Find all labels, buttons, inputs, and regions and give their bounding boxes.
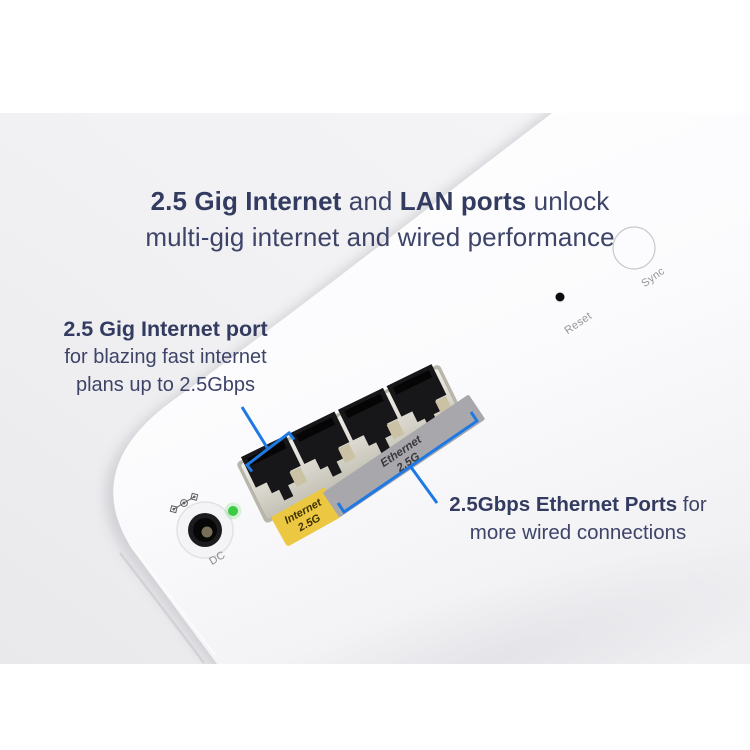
ethernet-annotation-tail: for — [677, 493, 707, 516]
rj45-pins — [344, 393, 384, 419]
device-edge-highlight — [131, 545, 216, 656]
port-assembly — [237, 364, 468, 523]
rj45-contact-block — [386, 419, 405, 440]
rj45-pins — [247, 440, 287, 466]
internet-label-plate — [271, 488, 341, 546]
rj45-jack — [386, 364, 447, 430]
internet-port-annotation: 2.5 Gig Internet port for blazing fast i… — [38, 315, 293, 399]
internet-port — [240, 435, 308, 501]
headline-line1: 2.5 Gig Internet and LAN ports unlock — [25, 183, 735, 219]
rj45-contact-block — [289, 467, 308, 487]
headline-mid: and — [341, 186, 400, 216]
internet-annotation-line3: plans up to 2.5Gbps — [75, 374, 255, 396]
sync-button — [612, 226, 656, 270]
internet-annotation-line2: for blazing fast internet — [64, 346, 267, 368]
ethernet-annotation-line1: 2.5Gbps Ethernet Ports for — [428, 491, 728, 519]
rj45-jack — [240, 435, 301, 501]
headline: 2.5 Gig Internet and LAN ports unlock mu… — [25, 183, 735, 255]
headline-line2: multi-gig internet and wired performance — [145, 222, 615, 252]
dc-polarity-icon — [169, 492, 199, 514]
lan-port-1 — [289, 411, 356, 477]
headline-bold-internet: 2.5 Gig Internet — [150, 186, 342, 216]
internet-annotation-title: 2.5 Gig Internet port — [63, 317, 268, 341]
rj45-jack — [338, 387, 398, 454]
device-lower-shading — [182, 543, 750, 664]
ethernet-annotation-line2: more wired connections — [469, 521, 687, 544]
product-photo: Internet 2.5G Ethernet 2.5G Sync Reset — [0, 113, 750, 664]
rj45-pins — [392, 369, 433, 395]
rj45-pins — [295, 417, 336, 443]
callout-ethernet-ports — [336, 411, 480, 515]
dc-jack-pin — [201, 526, 213, 538]
ethernet-label-plate — [323, 395, 485, 517]
headline-bold-lan: LAN ports — [399, 186, 527, 216]
ethernet-annotation-bold: 2.5Gbps Ethernet Ports — [449, 493, 678, 516]
headline-tail: unlock — [526, 186, 610, 216]
ethernet-ports-annotation: 2.5Gbps Ethernet Ports for more wired co… — [428, 491, 728, 547]
rj45-jack — [289, 411, 350, 477]
reset-pinhole — [555, 292, 565, 302]
callout-internet-port — [240, 406, 296, 473]
router-back-panel-illustration: Internet 2.5G Ethernet 2.5G Sync Reset — [0, 113, 750, 664]
device-edge-seam — [119, 552, 205, 664]
rj45-contact-block — [338, 443, 356, 464]
lan-port-2 — [338, 387, 405, 454]
power-led — [228, 506, 238, 516]
